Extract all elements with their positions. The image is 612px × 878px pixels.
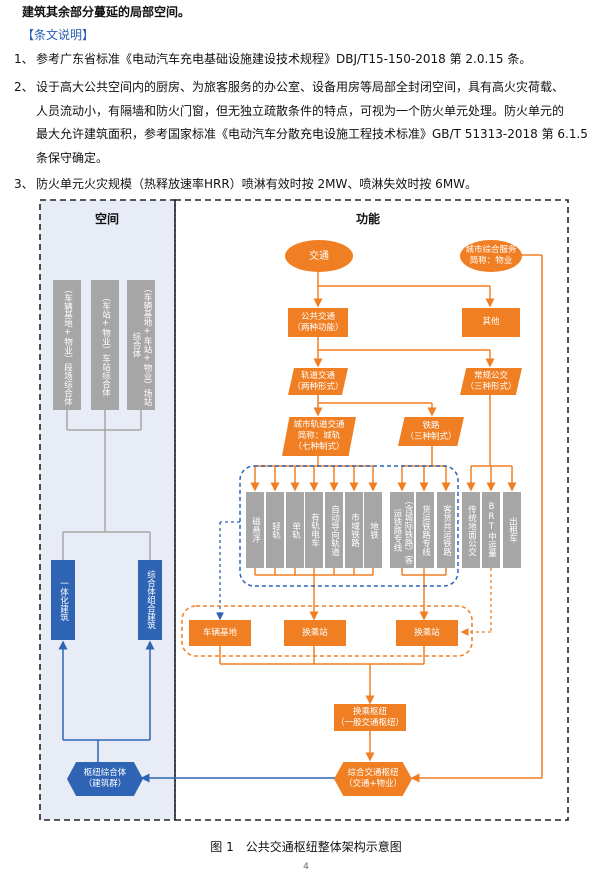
item-1-text: 参考广东省标准《电动汽车充电基础设施建设技术规程》DBJ/T15-150-201… — [36, 52, 532, 66]
comprehensive-hub-node: 综合交通枢纽 （交通+物业） — [334, 762, 412, 796]
bus-mode-taxi: 出租车 — [503, 492, 521, 568]
rail-mode-agt: 自动导向轨道 — [325, 492, 343, 568]
yard-station-complex: （车辆基地+车站+物业）场站综合体 — [127, 280, 155, 410]
comprehensive-hub-title: 综合交通枢纽 — [347, 768, 399, 778]
rail-mode-maglev: 磁悬浮 — [246, 492, 264, 568]
regular-bus-node: 常规公交 （三种形式） — [460, 368, 522, 395]
item-2-line-2: 人员流动小，有隔墙和防火门窗，但无独立疏散条件的特点，可视为一个防火单元处理。防… — [36, 104, 565, 118]
function-title: 功能 — [356, 212, 381, 226]
complex-group-building: 综合体组合建筑 — [138, 560, 162, 640]
transfer-hub-title: 换乘枢纽 — [352, 706, 387, 717]
railway-mode-freight: 货运铁路专线 — [416, 492, 434, 568]
item-2-line-1: 设于高大公共空间内的厨房、为旅客服务的办公室、设备用房等局部全封闭空间，具有高火… — [36, 80, 565, 94]
explain-header: 【条文说明】 — [22, 28, 95, 42]
railway-node: 铁路 （三种制式） — [398, 417, 464, 446]
railway-mode-mixed: 客货共运铁路 — [437, 492, 455, 568]
regular-bus-sub: （三种形式） — [465, 381, 517, 392]
item-3-text: 防火单元火灾规模（热释放速率HRR）喷淋有效时按 2MW、喷淋失效时按 6MW。 — [36, 177, 478, 191]
regular-bus-title: 常规公交 — [473, 370, 508, 381]
station-complex: （车站+物业）车站综合体 — [91, 280, 119, 410]
transfer-station-2: 换乘站 — [396, 620, 458, 646]
integrated-building: 一体化建筑 — [51, 560, 75, 640]
rail-traffic-node: 轨道交通 （两种形式） — [288, 368, 348, 395]
item-3-num: 3、 — [14, 177, 34, 191]
depot-complex: （车辆基地+物业）段场综合体 — [53, 280, 81, 410]
rail-mode-monorail: 单轨 — [286, 492, 304, 568]
comprehensive-hub-sub: （交通+物业） — [343, 779, 403, 789]
public-traffic-node: 公共交通 （两种功能） — [288, 308, 348, 337]
railway-mode-passenger: （含城际铁路）客运铁路专线 — [390, 492, 414, 568]
urban-rail-sub: 简称：城轨 — [297, 431, 341, 441]
depot-node: 车辆基地 — [189, 620, 251, 646]
rail-traffic-title: 轨道交通 — [300, 370, 335, 381]
urban-rail-title: 城市轨道交通 — [293, 420, 345, 430]
item-1-num: 1、 — [14, 52, 34, 66]
bus-mode-brt: BRT中运量 — [482, 492, 500, 568]
rail-mode-tram: 有轨电车 — [305, 492, 323, 568]
other-node: 其他 — [462, 308, 520, 337]
hub-complex-sub: （建筑群） — [83, 779, 127, 789]
transfer-hub-sub: （一般交通枢纽） — [335, 717, 404, 728]
rail-mode-suburban: 市域铁路 — [345, 492, 363, 568]
space-title: 空间 — [95, 212, 120, 226]
item-2-num: 2、 — [14, 80, 34, 94]
railway-title: 铁路 — [422, 420, 440, 431]
item-2-line-3: 最大允许建筑面积，参考国家标准《电动汽车分散充电设施工程技术标准》GB/T 51… — [36, 127, 588, 141]
railway-sub: （三种制式） — [405, 431, 457, 442]
rail-mode-metro: 地铁 — [364, 492, 382, 568]
hub-complex: 枢纽综合体 （建筑群） — [67, 762, 143, 796]
rail-traffic-sub: （两种形式） — [292, 381, 344, 392]
traffic-node: 交通 — [285, 240, 353, 272]
first-line: 建筑其余部分蔓延的局部空间。 — [22, 5, 191, 19]
public-traffic-sub: （两种功能） — [292, 322, 344, 333]
bus-mode-traditional: 传统地面公交 — [462, 492, 480, 568]
transfer-hub-node: 换乘枢纽 （一般交通枢纽） — [334, 704, 406, 731]
city-service-title: 城市综合服务 — [465, 245, 517, 255]
rail-mode-light-rail: 轻轨 — [266, 492, 284, 568]
transfer-station-1: 换乘站 — [284, 620, 346, 646]
city-service-sub: 简称：物业 — [469, 256, 513, 266]
urban-rail-node: 城市轨道交通 简称：城轨 （七种制式） — [282, 417, 356, 456]
item-2-line-4: 条保守确定。 — [36, 151, 109, 165]
urban-rail-modes: （七种制式） — [293, 442, 345, 452]
page-number: 4 — [303, 862, 309, 872]
hub-complex-title: 枢纽综合体 — [83, 768, 127, 778]
city-service-node: 城市综合服务 简称：物业 — [460, 240, 522, 272]
public-traffic-title: 公共交通 — [300, 311, 335, 322]
figure-caption: 图 1 公共交通枢纽整体架构示意图 — [210, 840, 402, 854]
